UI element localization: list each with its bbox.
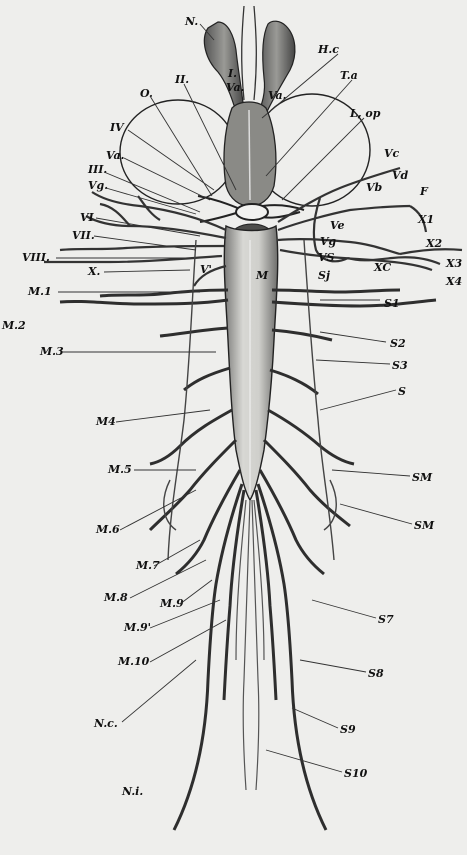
spinal-nerves-right [256, 290, 436, 830]
label-S7: S7 [378, 614, 394, 625]
label-Nc: N.c. [94, 718, 118, 729]
label-M1: M.1 [28, 286, 52, 297]
label-Vg-left: Vg. [88, 180, 108, 191]
label-M3: M.3 [40, 346, 64, 357]
label-Lop: L, op [350, 108, 380, 119]
label-SM1: SM [412, 472, 432, 483]
label-Ve: Ve [330, 220, 345, 231]
label-M4: M4 [96, 416, 116, 427]
label-S10: S10 [344, 768, 367, 779]
label-Ta: T.a [340, 70, 358, 81]
label-X1: X1 [418, 214, 434, 225]
label-III: III. [88, 164, 107, 175]
label-VS: VS [318, 252, 334, 263]
optic-lobe-left [120, 100, 236, 204]
cauda-filaments [236, 500, 264, 790]
label-S3: S3 [392, 360, 408, 371]
label-S: S [398, 386, 406, 397]
label-Va-left: Va. [106, 150, 124, 161]
label-Vb: Vb [366, 182, 382, 193]
label-Sj: Sj [318, 270, 330, 281]
label-IV: IV [110, 122, 124, 133]
label-M9: M.9 [160, 598, 184, 609]
label-I: I. [228, 68, 237, 79]
label-X2: X2 [426, 238, 442, 249]
label-S1: S1 [384, 298, 400, 309]
label-Va-top-left: Va. [226, 82, 244, 93]
label-S9: S9 [340, 724, 356, 735]
label-VIII: VIII. [22, 252, 50, 263]
label-XC: XC [374, 262, 391, 273]
label-S2: S2 [390, 338, 406, 349]
label-M9p: M.9' [124, 622, 151, 633]
label-II: II. [175, 74, 189, 85]
spinal-cord [224, 226, 277, 500]
label-F: F [420, 186, 428, 197]
label-M7: M.7 [136, 560, 160, 571]
label-Vc: Vc [384, 148, 399, 159]
label-M10: M.10 [118, 656, 149, 667]
olfactory-lobe-left [204, 22, 244, 112]
label-M6: M.6 [96, 524, 120, 535]
label-M8: M.8 [104, 592, 128, 603]
label-X4: X4 [446, 276, 462, 287]
label-X3: X3 [446, 258, 462, 269]
label-M2: M.2 [2, 320, 26, 331]
label-M: M [256, 270, 268, 281]
label-Va-top-right: Va. [268, 90, 286, 101]
label-V1: V' [200, 264, 212, 275]
label-S8: S8 [368, 668, 384, 679]
label-Hc: H.c [318, 44, 339, 55]
label-Vg-right: Vg [320, 236, 336, 247]
label-X: X. [88, 266, 100, 277]
label-M5: M.5 [108, 464, 132, 475]
label-N: N. [185, 16, 198, 27]
label-SM2: SM [414, 520, 434, 531]
label-O: O. [140, 88, 153, 99]
label-VI: VI [80, 212, 94, 223]
label-Ni: N.i. [122, 786, 143, 797]
label-VII: VII. [72, 230, 95, 241]
label-Vd: Vd [392, 170, 408, 181]
